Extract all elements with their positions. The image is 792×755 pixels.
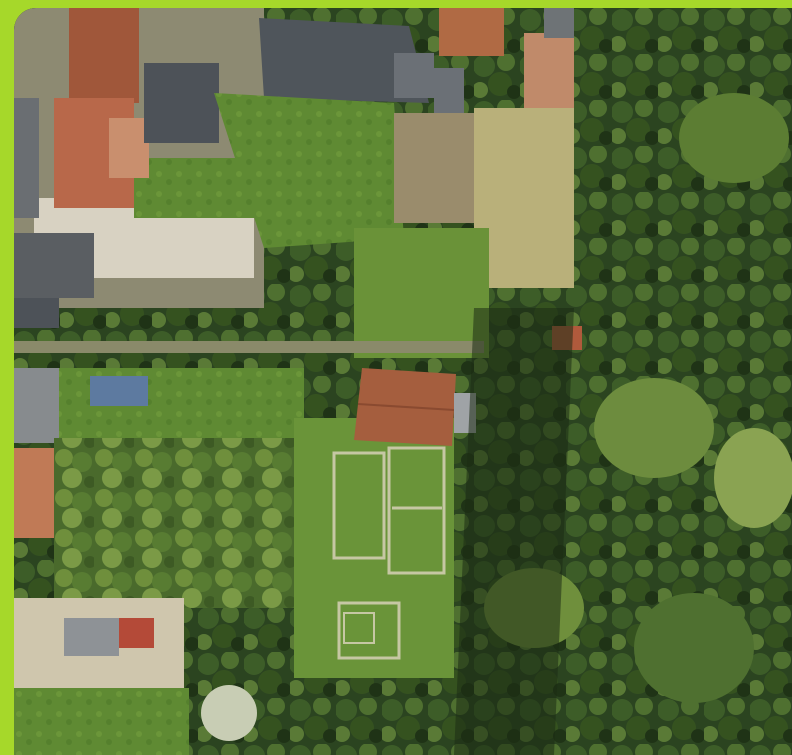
house-roof <box>14 233 94 298</box>
house-roof <box>439 8 504 56</box>
house-roof <box>144 63 219 143</box>
flowering-tree <box>201 685 257 741</box>
footpath <box>14 341 484 353</box>
lawn-south <box>14 688 189 755</box>
house-roof <box>14 368 59 443</box>
house-roof <box>69 8 139 103</box>
aerial-photo <box>14 8 792 755</box>
tree-canopy <box>714 428 792 528</box>
ruin-wall-outline <box>387 446 446 575</box>
house-roof <box>119 618 154 648</box>
house-roof <box>434 68 464 113</box>
tree-shadow <box>454 308 574 755</box>
roof-ridge <box>357 403 455 411</box>
house-roof <box>14 298 59 328</box>
house-roof <box>14 98 39 218</box>
ruin-wall-outline <box>337 601 401 660</box>
church-roof <box>259 18 429 103</box>
ruin-wall-outline <box>332 451 386 560</box>
aerial-photo-canvas <box>14 8 792 755</box>
dry-field <box>474 108 589 288</box>
tree-band <box>54 438 324 608</box>
tree-canopy <box>594 378 714 478</box>
tree-canopy <box>679 93 789 183</box>
tree-canopy <box>634 593 754 703</box>
house-roof <box>109 118 149 178</box>
garden-plot <box>354 228 489 358</box>
swimming-pool-cover <box>90 376 148 406</box>
ruin-wall-outline <box>343 612 375 644</box>
church-tower <box>394 53 434 98</box>
house-roof <box>64 618 119 656</box>
lawn-slope <box>214 93 404 248</box>
